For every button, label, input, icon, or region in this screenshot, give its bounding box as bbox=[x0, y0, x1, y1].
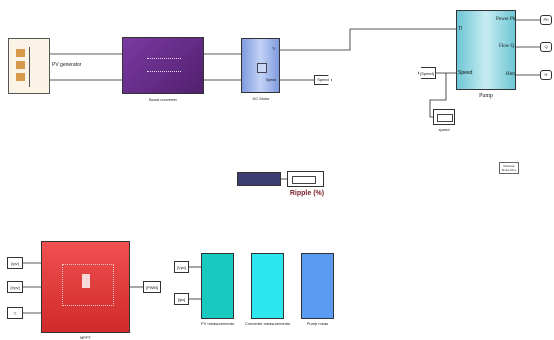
ripple-label: Ripple (%) bbox=[289, 190, 325, 197]
mppt-ipv-from-tag[interactable]: [Ipv] bbox=[7, 257, 23, 269]
dc-motor-label: DC Motor bbox=[252, 96, 270, 101]
dc-motor-port-tl: Tl bbox=[272, 47, 275, 51]
mppt-label: MPPT bbox=[79, 335, 92, 340]
pump-q-tag[interactable]: Q bbox=[540, 42, 552, 52]
converter-measurements-label: Converter measurements bbox=[244, 321, 291, 326]
discrete-block[interactable]: Discrete Ts=1e-06 s. bbox=[499, 162, 519, 174]
speed-scope-label: speed bbox=[438, 127, 450, 132]
pump-port-tl: Tl bbox=[458, 26, 463, 32]
discrete-line1: Discrete bbox=[503, 164, 515, 168]
mppt-pwm-goto-tag[interactable]: [PWM] bbox=[143, 281, 161, 293]
boost-circuit-detail bbox=[147, 58, 181, 72]
pump-h-tag[interactable]: H bbox=[540, 70, 552, 80]
pv-generator-label: PV generator bbox=[52, 62, 82, 68]
dc-motor-block[interactable] bbox=[241, 38, 280, 93]
dc-motor-port-speed: Speed bbox=[266, 78, 277, 82]
pump-measurements-block[interactable] bbox=[301, 253, 334, 319]
speed-scope-block[interactable] bbox=[433, 109, 455, 125]
pump-port-hmt: Hmt bbox=[506, 72, 515, 77]
ripple-display-block[interactable] bbox=[287, 171, 324, 187]
ripple-display-value bbox=[292, 176, 316, 184]
pv-generator-block[interactable] bbox=[8, 38, 50, 94]
mppt-vpv-from-tag[interactable]: [Vpv] bbox=[7, 281, 23, 293]
pump-ph-tag[interactable]: Ph bbox=[540, 15, 552, 25]
discrete-line2: Ts=1e-06 s. bbox=[501, 168, 517, 172]
dc-motor-icon bbox=[257, 63, 267, 73]
pump-block[interactable] bbox=[456, 10, 516, 90]
mppt-inner-logic bbox=[62, 264, 114, 306]
speed-goto-tag[interactable]: Speed bbox=[314, 75, 332, 85]
mppt-t-from-tag[interactable]: T bbox=[7, 307, 23, 319]
pump-measurements-label: Pump meas bbox=[306, 321, 329, 326]
pump-port-flow: Flow Q bbox=[499, 44, 515, 49]
pump-port-power: Power Ph bbox=[496, 17, 516, 22]
pump-port-speed: Speed bbox=[458, 70, 473, 76]
boost-converter-block[interactable] bbox=[122, 37, 204, 94]
meas-vpv-from-tag[interactable]: [Vpv] bbox=[174, 261, 189, 273]
converter-measurements-block[interactable] bbox=[251, 253, 284, 319]
ripple-gain-block[interactable] bbox=[237, 172, 281, 186]
pv-measurements-label: PV measurements bbox=[201, 321, 234, 326]
mppt-block[interactable] bbox=[41, 241, 130, 333]
pv-panel-icon bbox=[16, 49, 25, 81]
pump-label: Pump bbox=[478, 93, 493, 99]
boost-converter-label: Boost converter bbox=[148, 97, 177, 102]
speed-from-tag[interactable]: [Speed] bbox=[418, 67, 436, 79]
pv-internal-bus bbox=[29, 47, 30, 87]
pv-measurements-block[interactable] bbox=[201, 253, 234, 319]
mppt-inner-box bbox=[82, 274, 90, 288]
meas-ipv-from-tag[interactable]: [Ipv] bbox=[174, 293, 189, 305]
speed-scope-screen bbox=[437, 114, 453, 122]
